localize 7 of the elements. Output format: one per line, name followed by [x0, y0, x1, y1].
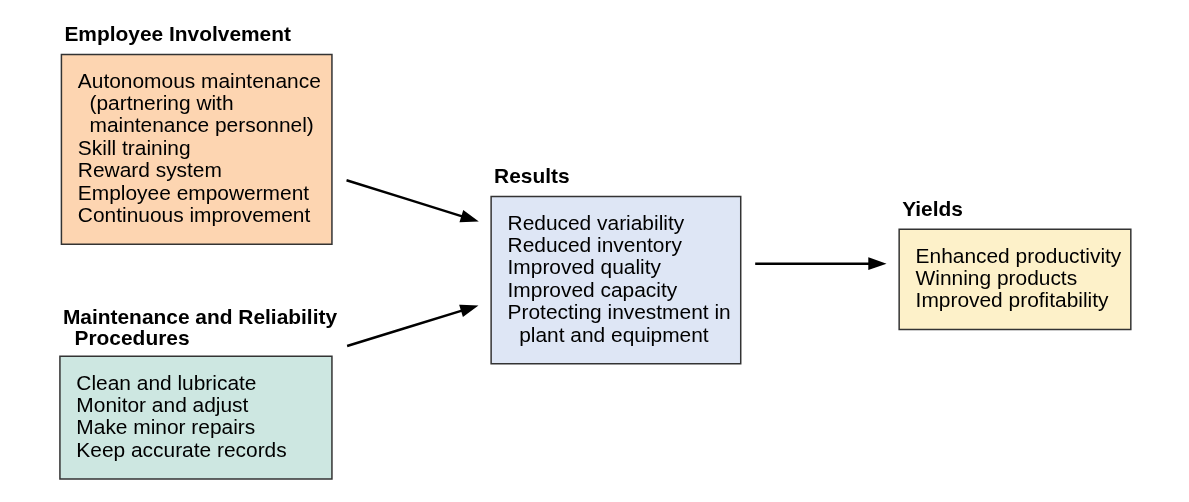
arrow	[346, 304, 478, 348]
arrow	[345, 179, 479, 223]
node-label: Yields	[901, 197, 963, 221]
node-label: Maintenance and Reliability Procedures	[62, 304, 337, 349]
node-label: Employee Involvement	[63, 22, 291, 46]
arrow	[754, 257, 887, 271]
node-label: Results	[493, 164, 570, 188]
